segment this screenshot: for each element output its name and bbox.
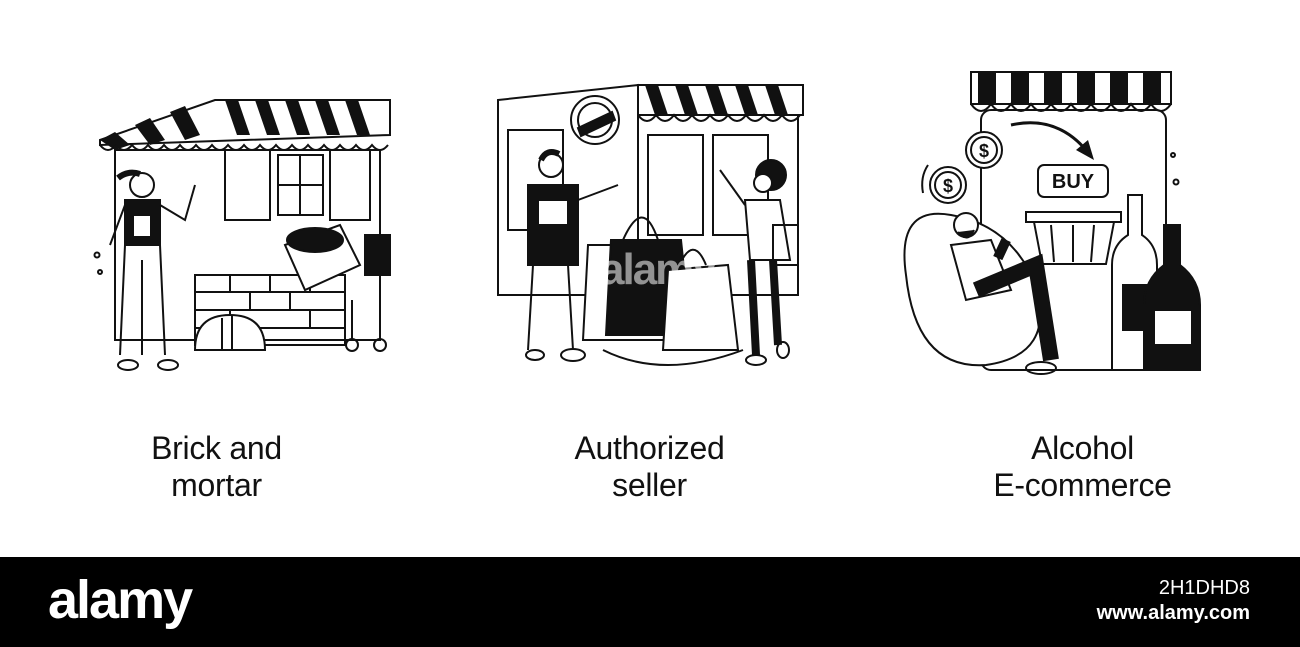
worker-figure [109, 169, 196, 371]
panel-authorized-seller: Authorized seller [433, 0, 866, 557]
authorized-seller-illustration [497, 83, 804, 366]
hard-hat [193, 313, 267, 351]
cement-mixer [283, 223, 391, 352]
alcohol-bottles [1111, 194, 1201, 371]
window-right [329, 149, 371, 221]
brick-and-mortar-illustration [93, 99, 391, 371]
striped-awning [637, 84, 804, 122]
caption-line-2: seller [612, 467, 687, 503]
caption-authorized-seller: Authorized seller [433, 430, 866, 504]
shopping-bags [581, 216, 740, 351]
dollar-coin-icon: $ [929, 166, 967, 204]
caption-line-2: E-commerce [993, 467, 1172, 503]
caption-line-1: Brick and [151, 430, 282, 466]
caption-alcohol-ecommerce: Alcohol E-commerce [866, 430, 1299, 504]
panel-alcohol-ecommerce: BUY $ $ [866, 0, 1299, 557]
site-url[interactable]: www.alamy.com [1096, 602, 1250, 624]
alcohol-ecommerce-illustration: BUY $ $ [903, 71, 1201, 375]
caption-line-1: Authorized [574, 430, 725, 466]
image-id: 2H1DHD8 [1158, 577, 1250, 599]
striped-awning [970, 71, 1172, 112]
window-left [224, 149, 271, 221]
panel-brick-and-mortar: Brick and mortar [0, 0, 433, 557]
svg-text:$: $ [943, 176, 953, 196]
arrow-icon [1010, 121, 1088, 151]
seller-figure [525, 149, 619, 362]
buy-label: BUY [1052, 171, 1095, 193]
illustration-stage: Brick and mortar [0, 0, 1299, 557]
alamy-logo[interactable]: alamy [48, 570, 193, 630]
man-figure [949, 212, 1059, 375]
watermark: alamy [600, 245, 717, 294]
svg-text:$: $ [979, 141, 989, 161]
authorized-seal-badge [570, 95, 620, 145]
striped-awning [99, 99, 391, 151]
buy-badge [1037, 164, 1109, 198]
shop-window-left [647, 134, 704, 236]
caption-line-1: Alcohol [1031, 430, 1134, 466]
shopping-basket-icon [1025, 211, 1122, 265]
footer-bar: alamy 2H1DHD8 www.alamy.com [0, 557, 1300, 647]
customer-figure [719, 159, 799, 366]
caption-brick-and-mortar: Brick and mortar [0, 430, 433, 504]
caption-line-2: mortar [171, 467, 262, 503]
dollar-coin-icon: $ [965, 131, 1003, 169]
